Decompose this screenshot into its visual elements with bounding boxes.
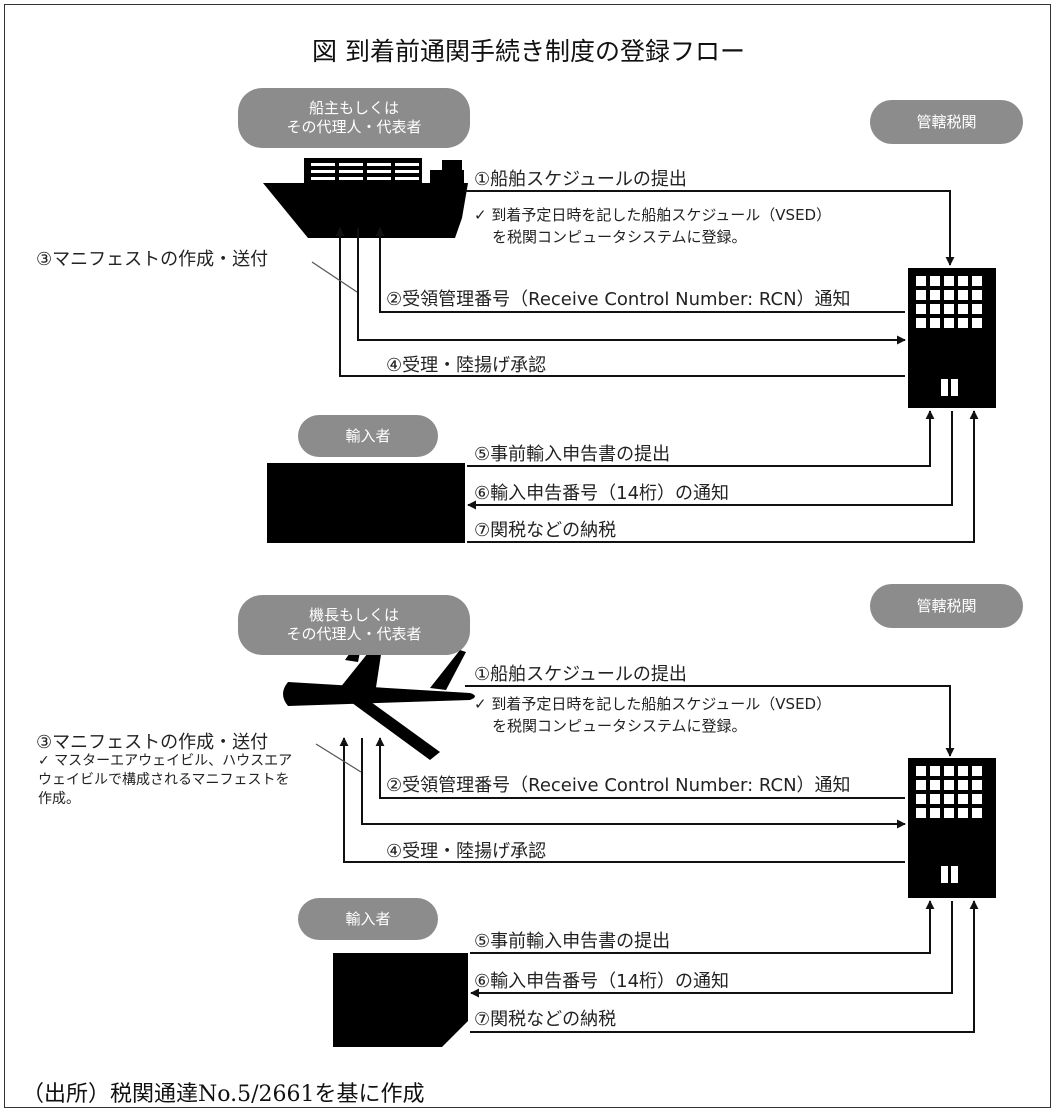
step1-note-line1: ✓ 到着予定日時を記した船舶スケジュール（VSED） (474, 695, 832, 713)
diagram-frame (4, 4, 1051, 1108)
sender-pill: 船主もしくは その代理人・代表者 (238, 88, 470, 148)
ship-icon (263, 158, 468, 238)
step6-label: ⑥輸入申告番号（14桁）の通知 (474, 483, 730, 504)
arrow-step3 (357, 228, 906, 345)
customs-pill: 管轄税関 (870, 584, 1023, 628)
importer-label: 輸入者 (345, 909, 391, 928)
source-note: （出所）税関通達No.5/2661を基に作成 (22, 1082, 425, 1107)
arrow-step1 (465, 190, 955, 266)
sender-label-line2: その代理人・代表者 (286, 118, 422, 136)
arrow-step7 (470, 900, 979, 1033)
step3-note: ✓ マスターエアウェイビル、ハウスエアウェイビルで構成されるマニフェストを作成。 (38, 753, 293, 807)
arrow-step4 (339, 737, 905, 863)
importer-label: 輸入者 (345, 426, 391, 445)
importer-box (267, 463, 465, 543)
step7-label: ⑦関税などの納税 (474, 1009, 617, 1030)
step1-note-line2: を税関コンピュータシステムに登録。 (492, 717, 747, 735)
step1-label: ①船舶スケジュールの提出 (474, 664, 687, 685)
customs-label: 管轄税関 (916, 112, 977, 131)
step3-label: ③マニフェストの作成・送付 (36, 249, 269, 270)
diagram-title: 図 到着前通関手続き制度の登録フロー (312, 37, 745, 66)
step1-note-line2: を税関コンピュータシステムに登録。 (492, 228, 747, 246)
arrow-step2 (375, 227, 905, 313)
arrow-step5 (467, 410, 935, 467)
step5-label: ⑤事前輸入申告書の提出 (474, 931, 671, 952)
step1-note-line1: ✓ 到着予定日時を記した船舶スケジュール（VSED） (474, 206, 832, 224)
step2-label: ②受領管理番号（Receive Control Number: RCN）通知 (386, 775, 851, 796)
section-plane (283, 648, 996, 1047)
arrow-step6 (470, 901, 953, 998)
arrow-step7 (467, 410, 979, 543)
step4-label: ④受理・陸揚げ承認 (386, 841, 547, 862)
step2-label: ②受領管理番号（Receive Control Number: RCN）通知 (386, 289, 851, 310)
leader-step3 (315, 743, 362, 773)
arrow-step3 (361, 738, 906, 829)
customs-pill: 管轄税関 (870, 100, 1023, 144)
step4-label: ④受理・陸揚げ承認 (386, 355, 547, 376)
step7-label: ⑦関税などの納税 (474, 520, 617, 541)
step6-label: ⑥輸入申告番号（14桁）の通知 (474, 971, 730, 992)
step5-label: ⑤事前輸入申告書の提出 (474, 444, 671, 465)
sender-pill: 機長もしくは その代理人・代表者 (238, 595, 470, 655)
arrow-step1 (465, 685, 955, 757)
customs-building-icon (908, 268, 996, 408)
airplane-icon (283, 648, 475, 760)
arrow-step6 (467, 411, 953, 510)
importer-pill: 輸入者 (298, 898, 438, 940)
section-ship (263, 158, 996, 543)
arrow-step4 (335, 227, 905, 377)
step1-label: ①船舶スケジュールの提出 (474, 169, 687, 190)
importer-pill: 輸入者 (298, 415, 438, 457)
sender-label-line1: 機長もしくは (308, 606, 399, 625)
step3-label: ③マニフェストの作成・送付 (36, 732, 269, 753)
sender-label-line1: 船主もしくは (308, 99, 399, 118)
customs-label: 管轄税関 (916, 596, 977, 615)
sender-label-line2: その代理人・代表者 (286, 625, 422, 643)
arrow-step2 (375, 737, 905, 799)
leader-step3 (311, 261, 358, 293)
arrow-step5 (470, 900, 935, 954)
customs-building-icon (908, 758, 996, 898)
importer-box (333, 953, 468, 1047)
